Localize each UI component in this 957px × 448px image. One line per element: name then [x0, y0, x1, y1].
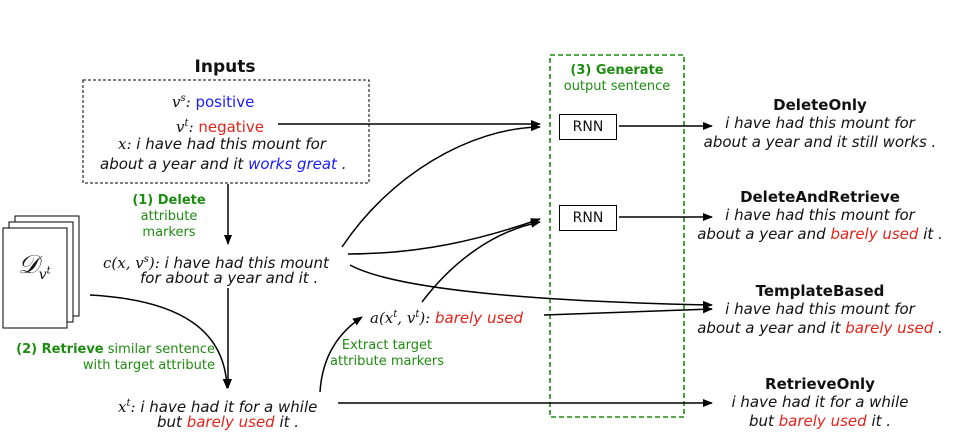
- step-retrieve: (2) Retrieve similar sentence with targe…: [10, 342, 215, 374]
- output-retrieve-only-line-2c: it .: [871, 412, 892, 430]
- retrieved-label: xt:: [118, 398, 136, 416]
- output-retrieve-only-title: RetrieveOnly: [765, 375, 875, 393]
- retrieved-text-2c: it .: [279, 413, 300, 431]
- output-template-line-2a: about a year and it: [697, 319, 841, 337]
- output-delete-retrieve-title: DeleteAndRetrieve: [740, 188, 900, 206]
- output-retrieve-only-line-2: but barely used it .: [690, 412, 950, 431]
- arrow-content-to-rnn2: [347, 218, 541, 255]
- input-attribute-marker: works great: [248, 155, 337, 173]
- generate-box: [549, 54, 685, 418]
- input-sentence-text-2a: about a year and it: [100, 155, 244, 173]
- step-generate-sub: output sentence: [563, 79, 671, 94]
- step-generate: (3) Generate output sentence: [553, 63, 681, 95]
- input-sentence-text-1: i have had this mount for: [136, 135, 327, 153]
- extract-line-1: Extract target: [341, 338, 433, 353]
- arrow-retrieved-to-attribute: [319, 316, 363, 393]
- step-delete-sub: attribute markers: [140, 209, 198, 240]
- source-attribute-value: positive: [195, 93, 255, 111]
- arrow-dataset-to-retrieved: [89, 294, 231, 389]
- input-sentence-text-2c: .: [341, 155, 347, 173]
- step-retrieve-line-1: (2) Retrieve similar sentence: [10, 342, 215, 358]
- output-delete-only-line-1: i have had this mount for: [725, 114, 915, 132]
- arrow-attribute-to-rnn2: [421, 219, 541, 303]
- output-delete-retrieve-attribute: barely used: [830, 225, 919, 243]
- attribute-value: barely used: [435, 309, 524, 327]
- output-delete-retrieve-line-2: about a year and barely used it .: [690, 225, 950, 244]
- output-retrieve-only-line-2a: but: [748, 412, 774, 430]
- step-retrieve-sub-1: similar sentence: [107, 342, 215, 357]
- source-attribute-line: vs: positive: [172, 89, 254, 112]
- output-template-line-2c: .: [938, 319, 943, 337]
- output-template-line-1: i have had this mount for: [725, 300, 915, 318]
- rnn-box-1: RNN: [559, 114, 617, 140]
- vt-label: vt:: [176, 118, 194, 136]
- target-attribute-value: negative: [198, 118, 264, 136]
- content-line-1: c(x, vs): i have had this mount: [103, 250, 329, 273]
- output-delete-retrieve-line-2c: it .: [923, 225, 943, 243]
- target-attribute-line: vt: negative: [176, 114, 264, 137]
- step-retrieve-label: (2) Retrieve: [16, 342, 104, 357]
- output-retrieve-only-line-1: i have had it for a while: [731, 393, 909, 411]
- x-label: x:: [118, 135, 132, 153]
- arrow-content-to-template: [349, 264, 713, 309]
- content-label: c(x, vs):: [103, 254, 160, 272]
- arrow-attribute-to-template: [543, 305, 713, 316]
- vs-label: vs:: [172, 93, 191, 111]
- step-delete: (1) Delete attribute markers: [120, 193, 218, 241]
- retrieved-line-1: xt: i have had it for a while: [118, 394, 317, 417]
- retrieved-text-2a: but: [157, 413, 182, 431]
- output-template: TemplateBased i have had this mount for …: [690, 282, 950, 338]
- step-retrieve-sub-2: with target attribute: [82, 358, 215, 373]
- dataset-symbol: 𝒟: [18, 250, 39, 280]
- attribute-label: a(xt, vt):: [370, 309, 431, 327]
- retrieved-text-1: i have had it for a while: [140, 398, 318, 416]
- output-delete-only-title: DeleteOnly: [773, 96, 867, 114]
- inputs-title: Inputs: [194, 57, 256, 77]
- input-sentence-line-1: x: i have had this mount for: [118, 135, 326, 154]
- rnn-box-2: RNN: [559, 205, 617, 231]
- output-template-attribute: barely used: [845, 319, 934, 337]
- output-delete-retrieve-line-2a: about a year and: [697, 225, 826, 243]
- extract-line-2: attribute markers: [330, 354, 444, 369]
- step-generate-label: (3) Generate: [570, 63, 664, 78]
- retrieved-line-2: but barely used it .: [157, 413, 299, 432]
- attribute-marker-line: a(xt, vt): barely used: [370, 305, 523, 328]
- content-text-2: for about a year and it .: [140, 269, 319, 287]
- extract-caption: Extract target attribute markers: [322, 338, 452, 370]
- input-sentence-line-2: about a year and it works great .: [100, 155, 347, 174]
- dataset-label: 𝒟vt: [18, 250, 51, 283]
- content-text-1: i have had this mount: [164, 254, 329, 272]
- arrow-content-to-rnn1: [341, 123, 541, 248]
- inputs-box: [82, 79, 370, 184]
- output-delete-retrieve: DeleteAndRetrieve i have had this mount …: [690, 188, 950, 244]
- output-retrieve-only-attribute: barely used: [778, 412, 867, 430]
- dataset-subscript: vt: [38, 265, 51, 284]
- retrieved-attribute: barely used: [186, 413, 275, 431]
- output-delete-only-line-2: about a year and it still works .: [703, 133, 937, 151]
- dataset-stack: [2, 215, 80, 329]
- output-delete-only: DeleteOnly i have had this mount for abo…: [690, 96, 950, 152]
- output-retrieve-only: RetrieveOnly i have had it for a while b…: [690, 375, 950, 431]
- step-delete-label: (1) Delete: [132, 193, 206, 208]
- output-delete-retrieve-line-1: i have had this mount for: [725, 206, 915, 224]
- output-template-title: TemplateBased: [755, 282, 885, 300]
- output-template-line-2: about a year and it barely used .: [690, 319, 950, 338]
